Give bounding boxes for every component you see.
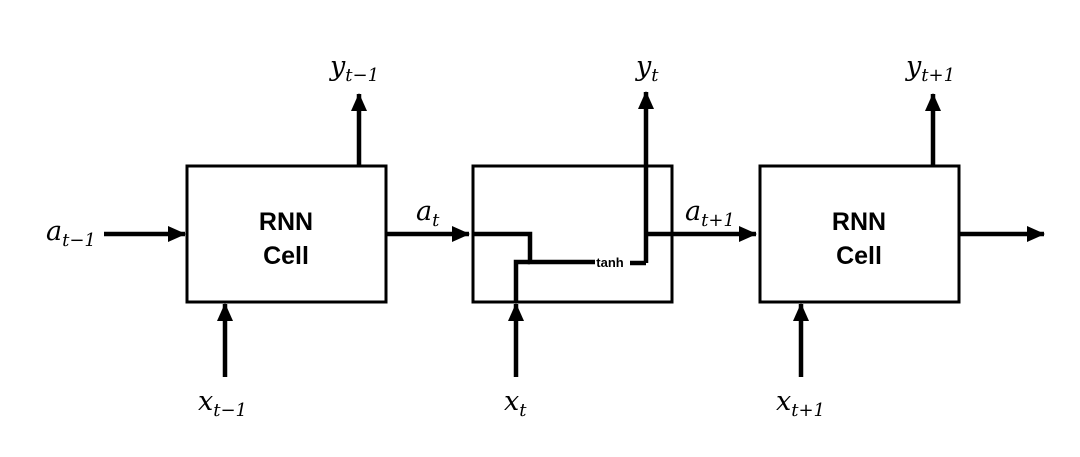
right-cell-line1: RNN — [832, 208, 886, 236]
tanh-label: tanh — [596, 255, 624, 270]
label-x-cur: xt — [504, 386, 527, 421]
left-cell-line1: RNN — [259, 208, 313, 236]
label-y-cur: yt — [635, 51, 659, 86]
left-cell-line2: Cell — [263, 242, 309, 270]
right-cell-line2: Cell — [836, 242, 882, 270]
label-a-next: at+1 — [685, 196, 735, 231]
label-x-next: xt+1 — [776, 386, 825, 421]
label-a-prev: at−1 — [46, 216, 96, 251]
label-x-prev: xt−1 — [198, 386, 247, 421]
rnn-cell-right — [758, 164, 961, 304]
rnn-cell-left — [185, 164, 388, 304]
internal-a-path — [473, 231, 595, 265]
label-y-next: yt+1 — [905, 51, 955, 86]
label-y-prev: yt−1 — [329, 51, 379, 86]
internal-x-path — [513, 259, 530, 302]
label-a-cur: at — [416, 196, 440, 231]
